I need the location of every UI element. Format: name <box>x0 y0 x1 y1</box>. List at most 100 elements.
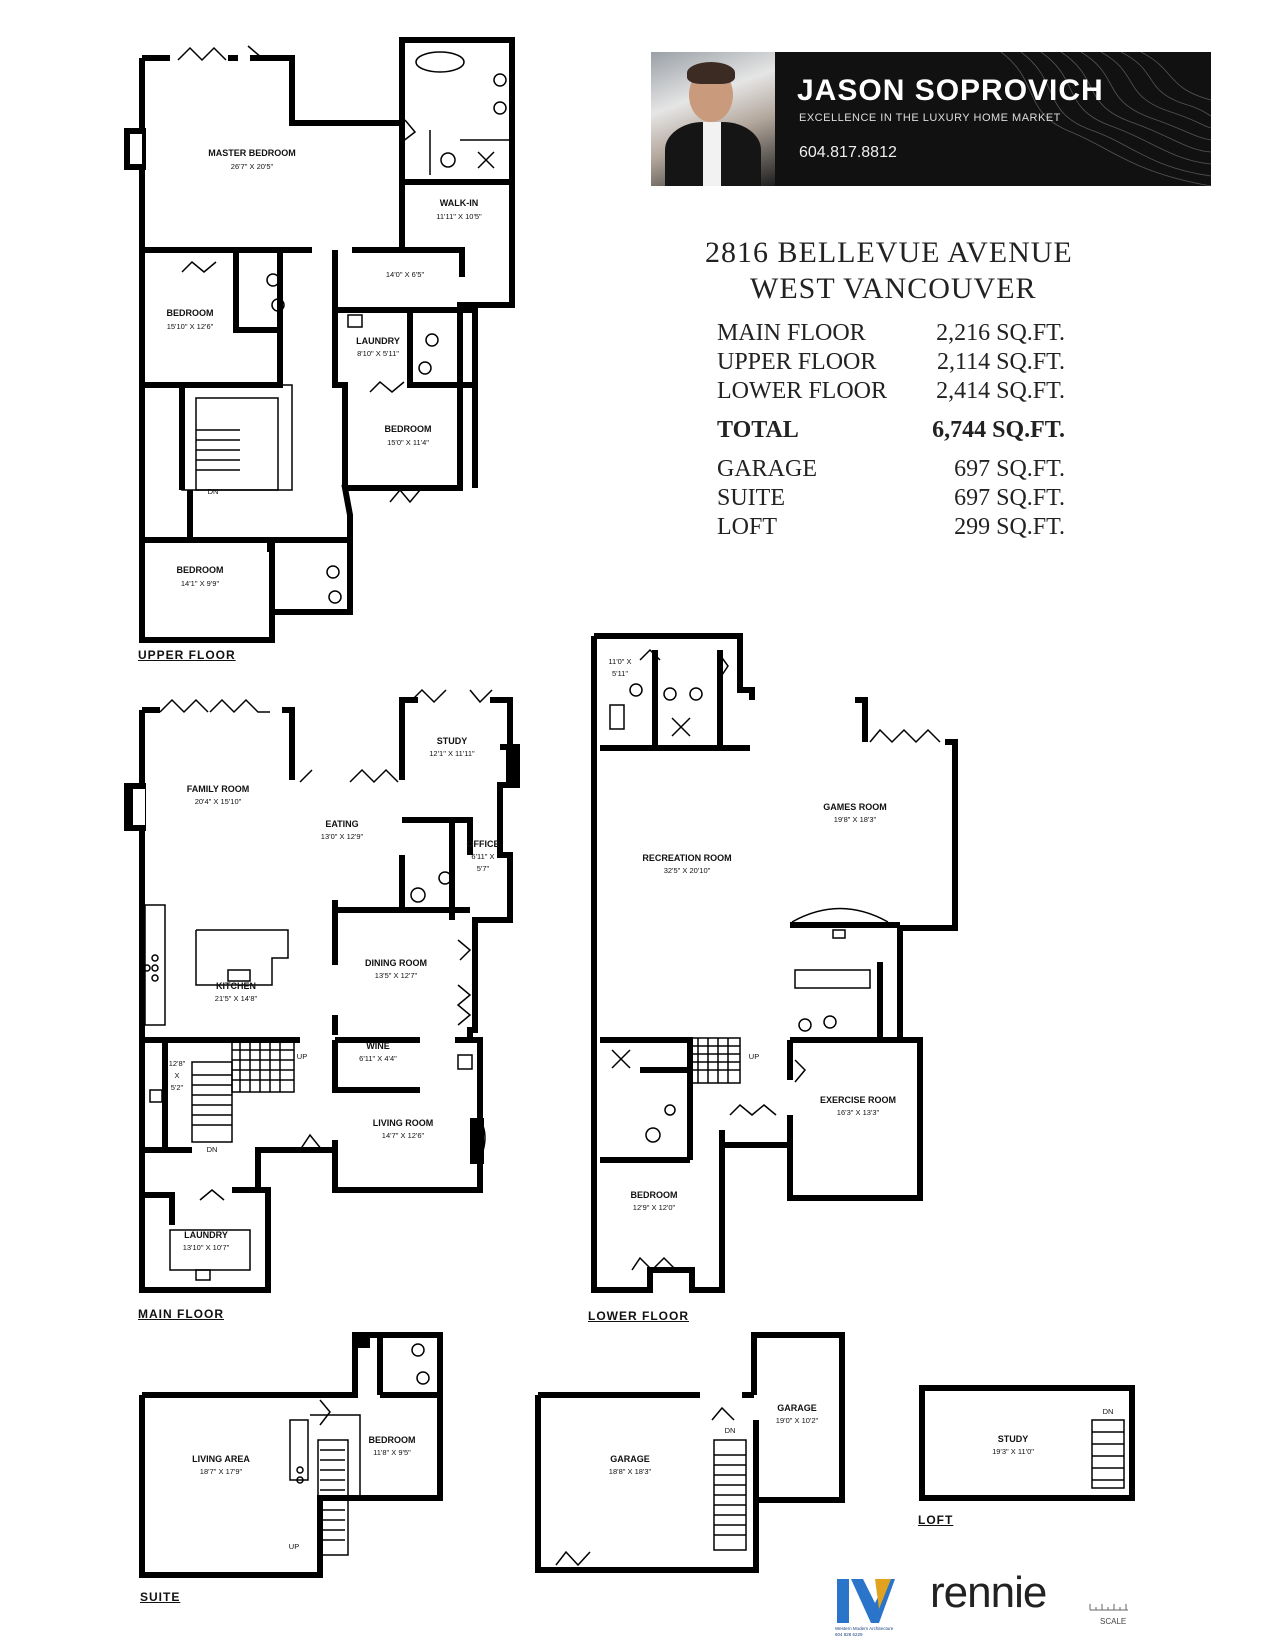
room-walk-in-name: WALK-IN <box>440 198 479 208</box>
area-value: 6,744 SQ.FT. <box>932 417 1065 443</box>
room-garage-1-dim: 18'8" X 18'3" <box>609 1467 652 1476</box>
room-pantry-dim2: X <box>174 1071 179 1080</box>
room-bedroom-lower-dim: 12'9" X 12'0" <box>633 1203 676 1212</box>
room-master-bedroom-name: MASTER BEDROOM <box>208 148 296 158</box>
area-name: LOWER FLOOR <box>717 378 887 404</box>
room-lower-bath-dim1: 11'0" X <box>608 657 631 666</box>
loft-plan <box>919 1385 1135 1501</box>
room-laundry-upper-dim: 8'10" X 5'11" <box>357 349 399 358</box>
room-study-main-dim: 12'1" X 11'11" <box>429 749 475 758</box>
room-bedroom-upper-1-dim: 15'10" X 12'6" <box>167 322 214 331</box>
floor-label-main: MAIN FLOOR <box>138 1307 224 1321</box>
main-floor-plan <box>124 688 520 1293</box>
floor-label-lower: LOWER FLOOR <box>588 1309 689 1323</box>
stair-upper-dn: DN <box>208 487 219 496</box>
stair-main-dn: DN <box>207 1145 218 1154</box>
room-recreation-room-name: RECREATION ROOM <box>642 853 731 863</box>
room-study-main-name: STUDY <box>437 736 468 746</box>
floor-label-upper: UPPER FLOOR <box>138 648 236 662</box>
room-living-area-dim: 18'7" X 17'9" <box>200 1467 243 1476</box>
stair-lower-up: UP <box>749 1052 759 1061</box>
room-recreation-room-dim: 32'5" X 20'10" <box>664 866 711 875</box>
mls-logo-line1: Western Modern Architecture <box>835 1626 894 1631</box>
room-laundry-main-dim: 13'10" X 10'7" <box>183 1243 230 1252</box>
mls-logo-line2: 604 828 6229 <box>835 1632 863 1637</box>
area-value: 697 SQ.FT. <box>954 485 1065 511</box>
floor-label-loft: LOFT <box>918 1513 954 1527</box>
room-games-room-dim: 19'8" X 18'3" <box>834 815 877 824</box>
room-bedroom-lower-name: BEDROOM <box>631 1190 678 1200</box>
suite-plan <box>139 1332 443 1578</box>
area-name: TOTAL <box>717 417 799 443</box>
room-living-room-dim: 14'7" X 12'6" <box>382 1131 425 1140</box>
room-family-room-name: FAMILY ROOM <box>187 784 250 794</box>
contour-pattern <box>1000 52 1211 186</box>
room-office-name: OFFICE <box>467 839 500 849</box>
stair-loft-dn: DN <box>1103 1407 1114 1416</box>
upper-floor-plan <box>124 37 515 643</box>
room-office-dim2: 5'7" <box>477 864 490 873</box>
room-family-room-dim: 20'4" X 15'10" <box>195 797 242 806</box>
room-kitchen-name: KITCHEN <box>216 981 256 991</box>
room-laundry-upper-name: LAUNDRY <box>356 336 400 346</box>
room-living-room-name: LIVING ROOM <box>373 1118 434 1128</box>
room-eating-name: EATING <box>325 819 358 829</box>
area-name: GARAGE <box>717 456 817 482</box>
stair-main-up: UP <box>297 1052 307 1061</box>
address-line-2: WEST VANCOUVER <box>750 272 1037 305</box>
lower-floor-plan <box>591 633 958 1293</box>
room-garage-1-name: GARAGE <box>610 1454 650 1464</box>
room-bedroom-upper-3-dim: 14'1" X 9'9" <box>181 579 220 588</box>
room-garage-2-name: GARAGE <box>777 1403 817 1413</box>
room-exercise-room-dim: 16'3" X 13'3" <box>837 1108 880 1117</box>
agent-photo <box>651 52 775 186</box>
room-bedroom-upper-2-name: BEDROOM <box>385 424 432 434</box>
agent-phone[interactable]: 604.817.8812 <box>799 144 897 161</box>
room-exercise-room-name: EXERCISE ROOM <box>820 1095 896 1105</box>
room-laundry-main-name: LAUNDRY <box>184 1230 228 1240</box>
room-dining-room-dim: 13'5" X 12'7" <box>375 971 418 980</box>
stair-suite-up: UP <box>289 1542 299 1551</box>
rennie-logo: rennie <box>930 1568 1047 1617</box>
room-upper-hall-dim: 14'0" X 6'5" <box>386 270 425 279</box>
room-study-loft-name: STUDY <box>998 1434 1029 1444</box>
room-bedroom-upper-1-name: BEDROOM <box>167 308 214 318</box>
room-office-dim1: 6'11" X <box>471 852 494 861</box>
room-games-room-name: GAMES ROOM <box>823 802 887 812</box>
area-name: UPPER FLOOR <box>717 349 877 375</box>
room-pantry-dim3: 5'2" <box>171 1083 184 1092</box>
room-kitchen-dim: 21'5" X 14'8" <box>215 994 258 1003</box>
room-bedroom-upper-2-dim: 15'0" X 11'4" <box>387 438 429 447</box>
area-name: LOFT <box>717 514 777 540</box>
area-value: 2,114 SQ.FT. <box>936 349 1065 375</box>
room-bedroom-suite-dim: 11'8" X 9'5" <box>373 1448 411 1457</box>
room-living-area-name: LIVING AREA <box>192 1454 250 1464</box>
scale-label: SCALE <box>1100 1617 1127 1626</box>
area-value: 697 SQ.FT. <box>954 456 1065 482</box>
area-name: SUITE <box>717 485 785 511</box>
room-dining-room-name: DINING ROOM <box>365 958 427 968</box>
area-value: 2,216 SQ.FT. <box>936 320 1065 346</box>
agent-tagline: EXCELLENCE IN THE LUXURY HOME MARKET <box>799 112 1061 124</box>
floor-label-suite: SUITE <box>140 1590 181 1604</box>
room-bedroom-suite-name: BEDROOM <box>369 1435 416 1445</box>
garage-plan <box>535 1332 845 1573</box>
mls-logo <box>837 1579 895 1623</box>
area-value: 2,414 SQ.FT. <box>936 378 1065 404</box>
room-eating-dim: 13'0" X 12'9" <box>321 832 364 841</box>
room-study-loft-dim: 19'3" X 11'0" <box>992 1447 1034 1456</box>
room-labels: MASTER BEDROOM 26'7" X 20'5" WALK-IN 11'… <box>167 148 1114 1551</box>
area-name: MAIN FLOOR <box>717 320 866 346</box>
room-lower-bath-dim2: 5'11" <box>612 669 628 678</box>
scale-icon <box>1089 1604 1128 1611</box>
room-walk-in-dim: 11'11" X 10'5" <box>436 212 482 221</box>
agent-name: JASON SOPROVICH <box>797 74 1104 107</box>
address-line-1: 2816 BELLEVUE AVENUE <box>705 236 1073 269</box>
room-wine-name: WINE <box>366 1041 390 1051</box>
room-master-bedroom-dim: 26'7" X 20'5" <box>231 162 274 171</box>
room-pantry-dim1: 12'8" <box>169 1059 186 1068</box>
stair-garage-dn: DN <box>725 1426 736 1435</box>
room-bedroom-upper-3-name: BEDROOM <box>177 565 224 575</box>
room-garage-2-dim: 19'0" X 10'2" <box>776 1416 819 1425</box>
